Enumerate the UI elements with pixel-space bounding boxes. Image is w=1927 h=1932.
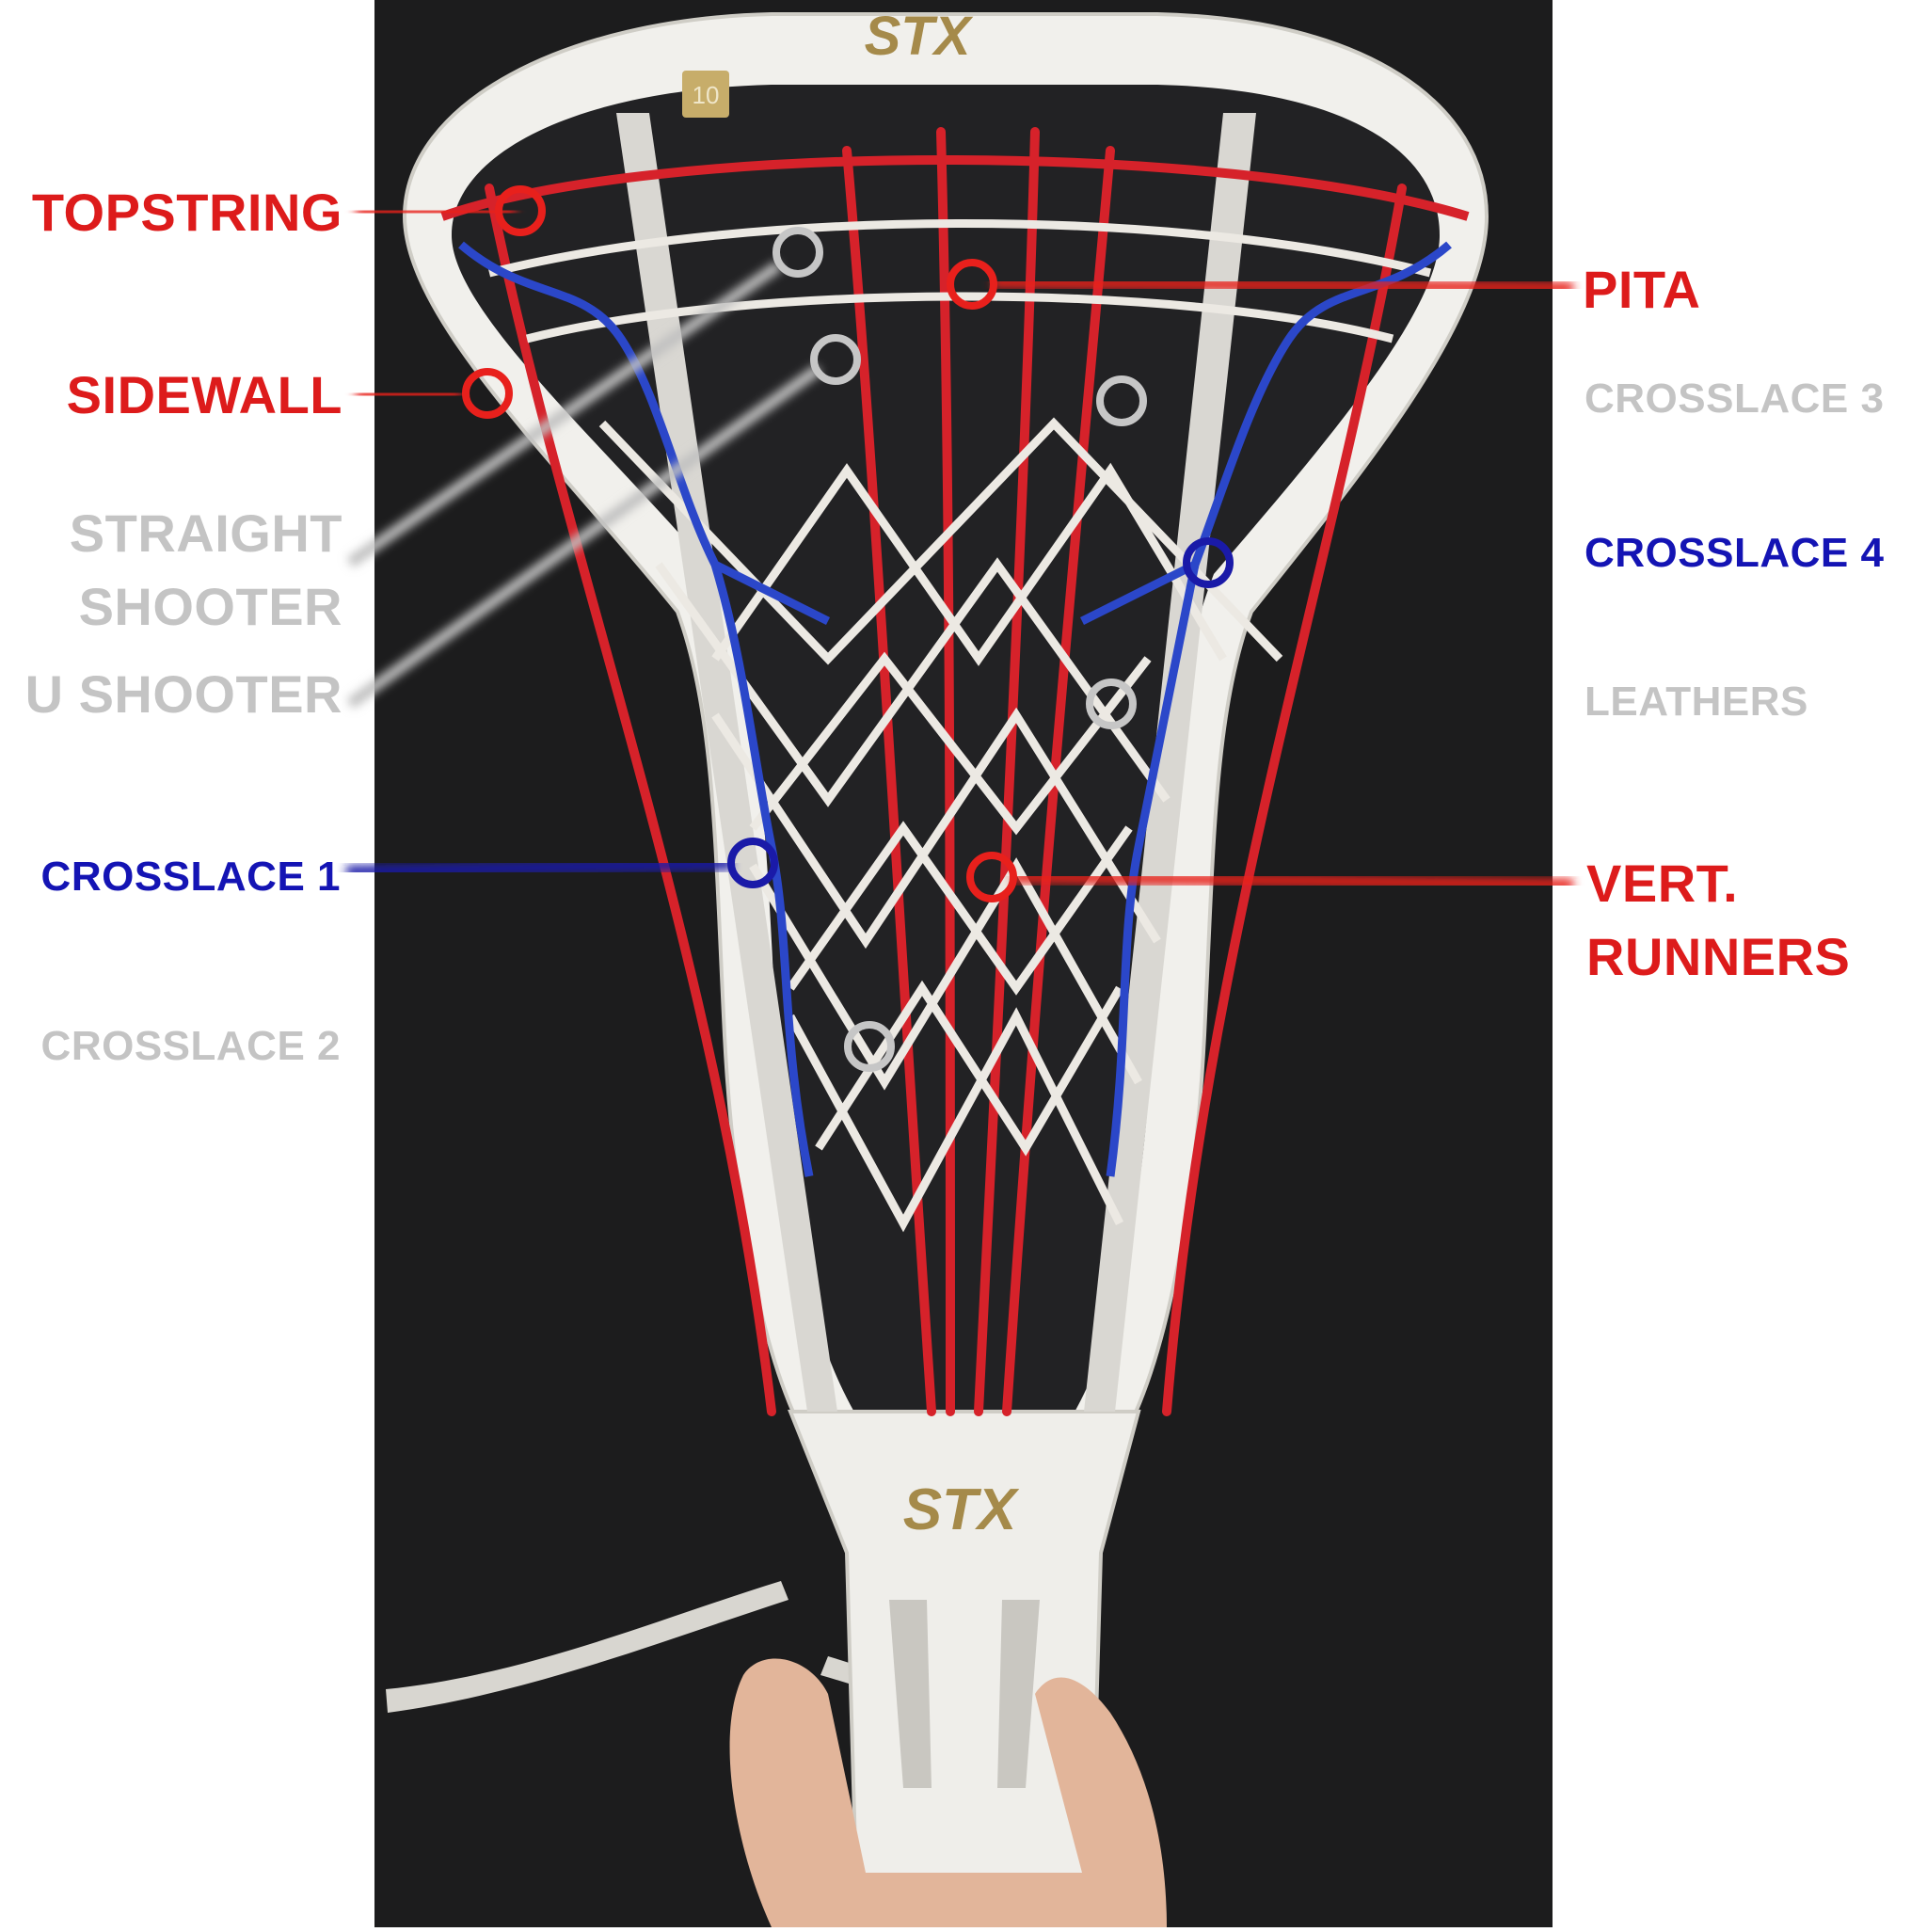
callout-u-shooter — [346, 334, 861, 709]
callout-pita — [947, 259, 1574, 310]
callout-sidewall — [355, 368, 513, 419]
callout-crosslace-2 — [344, 1021, 895, 1072]
throat-slot — [889, 1600, 932, 1788]
leather-right — [1084, 113, 1256, 1412]
model-badge-text: 10 — [693, 81, 720, 109]
leather-left — [616, 113, 837, 1412]
crosslace-net — [487, 219, 1432, 1233]
callout-leathers — [1086, 679, 1573, 729]
brand-bottom: STX — [903, 1477, 1020, 1542]
label-crosslace-3: CROSSLACE 3 — [1585, 375, 1885, 422]
callout-crosslace-3 — [1096, 375, 1573, 426]
label-sidewall: SIDEWALL — [66, 365, 342, 424]
label-pita: PITA — [1583, 260, 1701, 319]
label-crosslace-4: CROSSLACE 4 — [1585, 530, 1885, 576]
model-badge — [682, 71, 729, 118]
label-crosslace-2: CROSSLACE 2 — [40, 1023, 341, 1069]
callout-straight-shooter — [346, 227, 823, 567]
callout-vert-runners — [966, 852, 1574, 902]
label-u-shooter: U SHOOTER — [24, 664, 342, 724]
brand-top: STX — [865, 6, 974, 67]
label-leathers: LEATHERS — [1585, 679, 1808, 725]
callout-crosslace-4 — [1183, 537, 1573, 588]
callout-topstring — [355, 185, 546, 236]
throat-slot — [997, 1600, 1040, 1788]
label-crosslace-1: CROSSLACE 1 — [40, 854, 341, 900]
topstring-line — [440, 155, 1470, 221]
loose-leather-strip — [386, 1581, 788, 1713]
hand — [729, 1658, 1167, 1927]
label-straight-shooter: STRAIGHT SHOOTER — [69, 503, 342, 637]
callout-crosslace-1 — [345, 838, 778, 888]
label-topstring: TOPSTRING — [31, 183, 342, 242]
label-vert-runners: VERT. RUNNERS — [1586, 854, 1851, 987]
